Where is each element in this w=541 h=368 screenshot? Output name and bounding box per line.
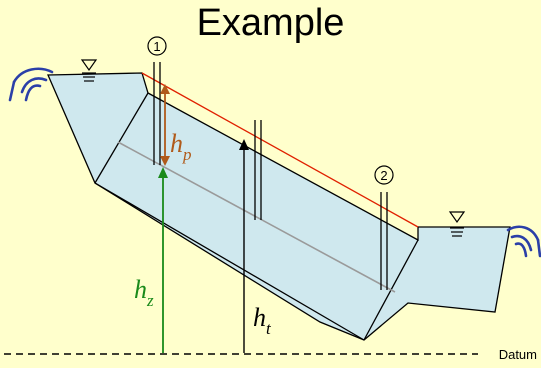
inflow-icon xyxy=(8,67,54,102)
diagram-title: Example xyxy=(196,2,345,44)
pipe-centerline xyxy=(117,141,396,293)
pressure-head-arrow-top xyxy=(160,84,170,94)
total-head-label: ht xyxy=(253,303,272,338)
point-1-label: 1 xyxy=(153,39,160,54)
point-2-marker xyxy=(374,165,394,185)
datum-label: Datum xyxy=(498,347,537,362)
pressure-head-arrow-bottom xyxy=(160,156,170,166)
pressure-head-label: hp xyxy=(170,129,192,164)
water-surface-symbol-upper xyxy=(80,59,98,82)
pipe-bottom-edge xyxy=(94,182,365,341)
outflow-icon xyxy=(506,225,541,258)
total-head-arrow-head xyxy=(239,139,249,150)
energy-grade-line xyxy=(141,72,419,228)
point-1-marker xyxy=(147,36,167,56)
water-body xyxy=(47,72,511,341)
elevation-head-label: hz xyxy=(134,275,154,310)
water-surface-symbol-lower xyxy=(448,211,466,237)
point-2-label: 2 xyxy=(380,168,387,183)
upper-reservoir-bottom-edge xyxy=(94,92,149,184)
elevation-head-arrow-head xyxy=(158,167,168,178)
